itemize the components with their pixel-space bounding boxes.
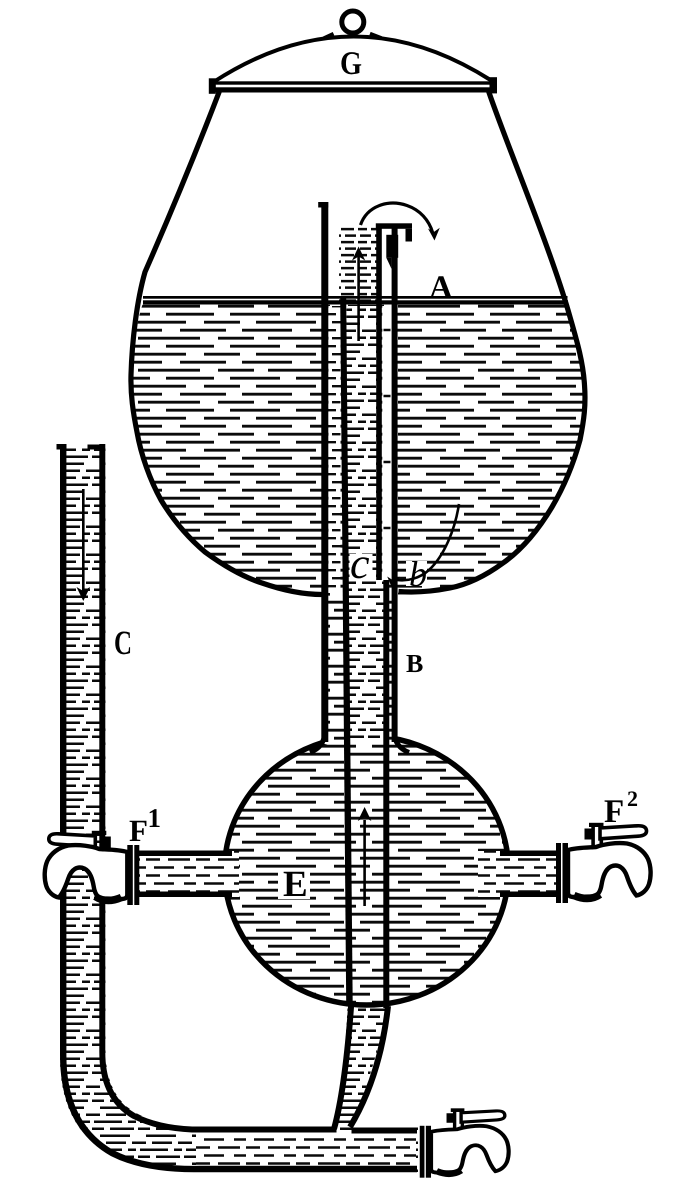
svg-text:1: 1 (148, 803, 162, 833)
svg-text:C: C (114, 625, 132, 662)
svg-text:A: A (429, 270, 453, 306)
svg-text:E: E (283, 864, 308, 905)
svg-text:G: G (340, 46, 362, 82)
svg-text:F: F (604, 794, 624, 830)
svg-text:c: c (350, 539, 370, 588)
svg-text:2: 2 (627, 786, 638, 811)
svg-text:B: B (406, 649, 423, 678)
svg-text:F: F (129, 813, 148, 848)
svg-text:b: b (409, 554, 427, 594)
